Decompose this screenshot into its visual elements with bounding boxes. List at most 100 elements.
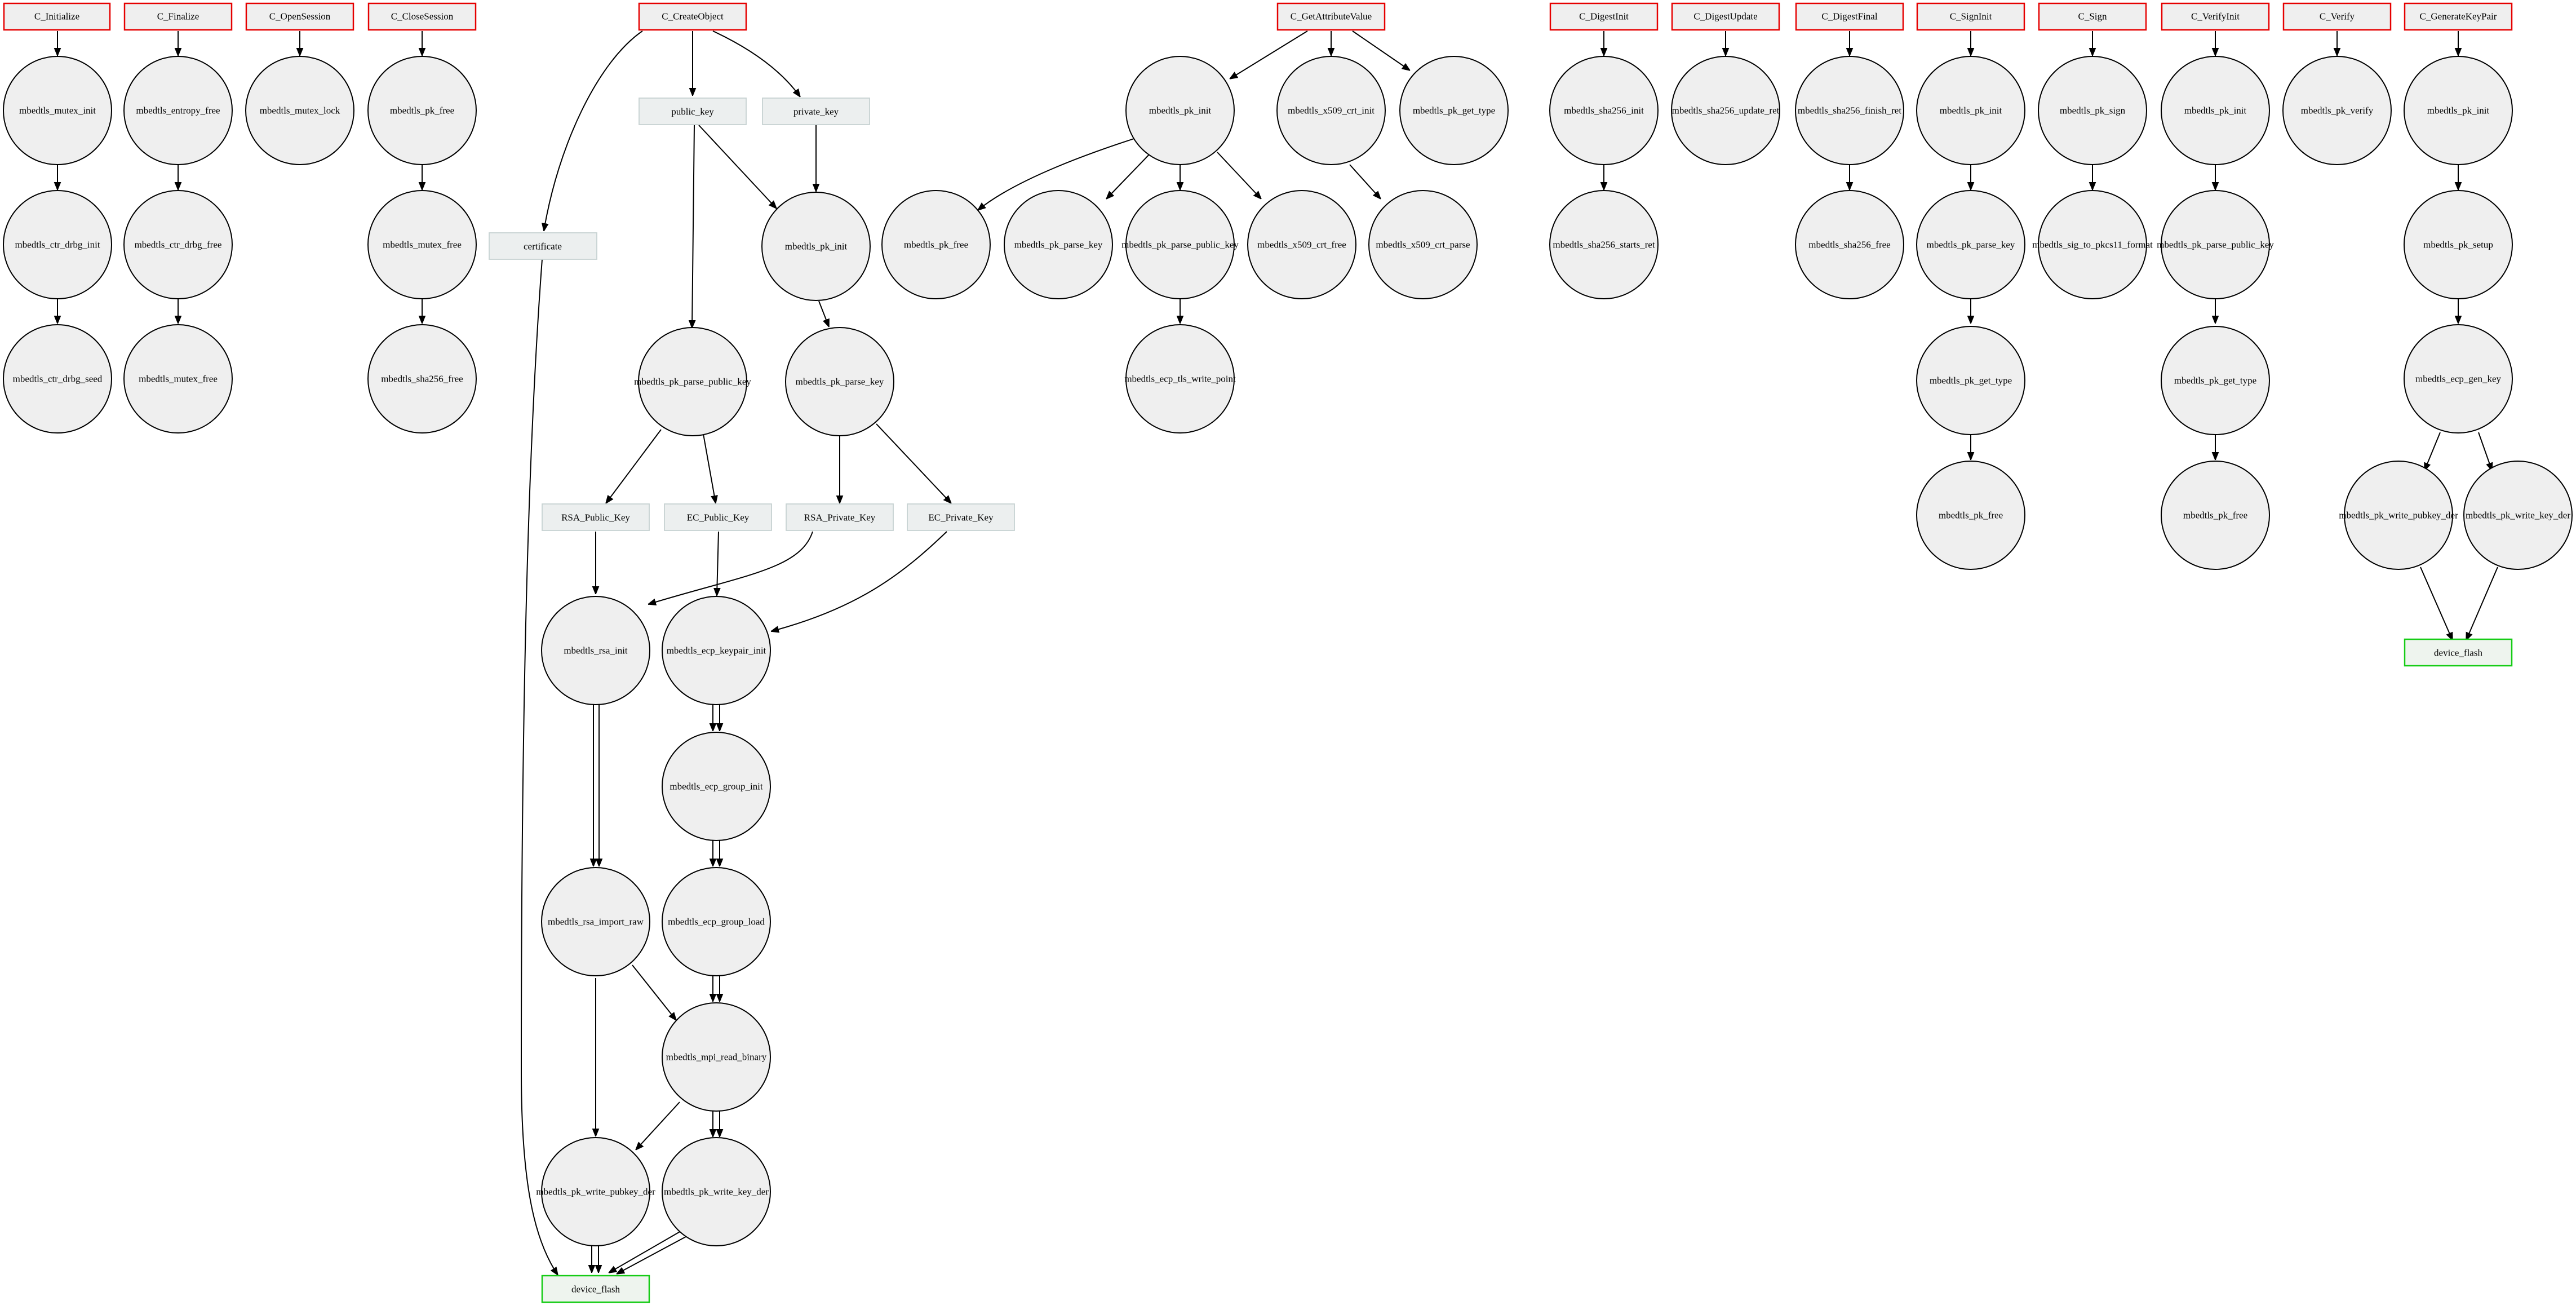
node-label: mbedtls_sha256_starts_ret xyxy=(1553,240,1655,250)
api-node: C_CloseSession xyxy=(367,2,477,31)
node-label: C_Finalize xyxy=(157,11,199,22)
function-node: mbedtls_mutex_init xyxy=(3,56,112,165)
function-node: mbedtls_pk_parse_key xyxy=(1004,190,1113,299)
function-node: mbedtls_x509_crt_free xyxy=(1247,190,1356,299)
function-node: mbedtls_sha256_finish_ret xyxy=(1795,56,1904,165)
node-label: mbedtls_pk_get_type xyxy=(1413,105,1495,116)
function-node: mbedtls_pk_init xyxy=(1125,56,1235,165)
function-node: mbedtls_mutex_free xyxy=(123,324,233,433)
node-label: mbedtls_rsa_init xyxy=(564,645,628,656)
node-label: mbedtls_pk_get_type xyxy=(1930,375,2012,386)
function-node: mbedtls_pk_free xyxy=(1916,461,2025,570)
function-node: mbedtls_rsa_import_raw xyxy=(541,867,650,976)
api-node: C_VerifyInit xyxy=(2161,2,2270,31)
function-node: mbedtls_ecp_group_load xyxy=(662,867,771,976)
function-node: mbedtls_pk_parse_public_key xyxy=(634,327,751,436)
node-label: mbedtls_pk_init xyxy=(2184,105,2247,116)
function-node: mbedtls_pk_verify xyxy=(2282,56,2392,165)
node-label: mbedtls_ecp_group_load xyxy=(668,917,765,927)
node-label: mbedtls_sha256_finish_ret xyxy=(1798,105,1901,116)
edge xyxy=(818,300,830,327)
function-node: mbedtls_pk_init xyxy=(761,192,871,301)
function-node: mbedtls_pk_free xyxy=(367,56,477,165)
api-node: C_Sign xyxy=(2038,2,2147,31)
node-label: C_DigestUpdate xyxy=(1693,11,1757,22)
edge xyxy=(698,125,777,209)
function-node: mbedtls_pk_init xyxy=(2161,56,2270,165)
api-node: C_GenerateKeyPair xyxy=(2404,2,2513,31)
type-node: EC_Public_Key xyxy=(664,503,772,531)
edge xyxy=(1349,164,1381,199)
node-label: mbedtls_ecp_keypair_init xyxy=(667,645,766,656)
edge xyxy=(771,531,947,631)
node-label: mbedtls_x509_crt_free xyxy=(1257,240,1346,250)
node-label: mbedtls_entropy_free xyxy=(136,105,220,116)
node-label: C_CreateObject xyxy=(662,11,724,22)
node-label: private_key xyxy=(793,107,839,117)
node-label: mbedtls_pk_parse_public_key xyxy=(634,377,751,387)
node-label: mbedtls_x509_crt_parse xyxy=(1376,240,1470,250)
function-node: mbedtls_mpi_read_binary xyxy=(662,1002,771,1112)
edge xyxy=(2466,567,2498,640)
node-label: mbedtls_pk_write_key_der xyxy=(664,1187,769,1197)
edge xyxy=(2478,432,2492,471)
node-label: C_OpenSession xyxy=(269,11,331,22)
node-label: mbedtls_pk_free xyxy=(1939,510,2003,521)
node-label: mbedtls_pk_write_pubkey_der xyxy=(536,1187,655,1197)
node-label: C_VerifyInit xyxy=(2191,11,2240,22)
edge xyxy=(2420,567,2453,640)
function-node: mbedtls_pk_free xyxy=(2161,461,2270,570)
node-label: C_Initialize xyxy=(34,11,79,22)
node-label: mbedtls_pk_init xyxy=(785,241,848,252)
edge xyxy=(606,429,662,503)
node-label: mbedtls_pk_get_type xyxy=(2174,375,2256,386)
edge xyxy=(1230,30,1308,79)
node-label: mbedtls_pk_init xyxy=(1940,105,2002,116)
node-label: RSA_Private_Key xyxy=(804,512,876,523)
function-node: mbedtls_pk_write_pubkey_der xyxy=(2339,461,2458,570)
device-flash-node: device_flash xyxy=(2404,638,2513,667)
function-node: mbedtls_pk_parse_public_key xyxy=(2157,190,2274,299)
node-label: mbedtls_pk_free xyxy=(390,105,454,116)
type-node: private_key xyxy=(762,98,870,125)
node-label: RSA_Public_Key xyxy=(561,512,630,523)
function-node: mbedtls_ecp_tls_write_point xyxy=(1124,324,1236,433)
node-label: mbedtls_x509_crt_init xyxy=(1288,105,1375,116)
function-node: mbedtls_ecp_group_init xyxy=(662,732,771,841)
function-node: mbedtls_pk_get_type xyxy=(1916,326,2025,435)
api-node: C_CreateObject xyxy=(638,2,747,31)
node-label: C_DigestFinal xyxy=(1821,11,1877,22)
function-node: mbedtls_sha256_update_ret xyxy=(1671,56,1780,165)
edge xyxy=(876,423,951,503)
node-label: mbedtls_rsa_import_raw xyxy=(548,917,644,927)
function-node: mbedtls_pk_write_key_der xyxy=(2463,461,2573,570)
function-node: mbedtls_ctr_drbg_free xyxy=(123,190,233,299)
api-node: C_DigestInit xyxy=(1549,2,1659,31)
edge xyxy=(692,125,694,328)
function-node: mbedtls_ctr_drbg_seed xyxy=(3,324,112,433)
edge xyxy=(712,30,800,97)
node-label: EC_Private_Key xyxy=(928,512,994,523)
node-label: mbedtls_pk_sign xyxy=(2060,105,2126,116)
node-label: mbedtls_pk_parse_public_key xyxy=(2157,240,2274,250)
function-node: mbedtls_pk_parse_key xyxy=(785,327,894,436)
node-label: C_Sign xyxy=(2078,11,2107,22)
function-node: mbedtls_pk_sign xyxy=(2038,56,2147,165)
node-label: mbedtls_pk_write_key_der xyxy=(2466,510,2570,521)
node-label: mbedtls_ecp_tls_write_point xyxy=(1124,374,1236,384)
edge xyxy=(544,30,643,231)
node-label: certificate xyxy=(524,241,562,252)
function-node: mbedtls_sig_to_pkcs11_format xyxy=(2032,190,2153,299)
type-node: public_key xyxy=(639,98,747,125)
function-node: mbedtls_ctr_drbg_init xyxy=(3,190,112,299)
node-label: mbedtls_pk_setup xyxy=(2423,240,2493,250)
function-node: mbedtls_ecp_gen_key xyxy=(2404,324,2513,433)
api-node: C_OpenSession xyxy=(245,2,354,31)
node-label: mbedtls_mpi_read_binary xyxy=(666,1052,767,1063)
node-label: mbedtls_ctr_drbg_init xyxy=(15,240,100,250)
function-node: mbedtls_mutex_free xyxy=(367,190,477,299)
node-label: mbedtls_pk_parse_key xyxy=(1927,240,2015,250)
function-node: mbedtls_x509_crt_init xyxy=(1276,56,1386,165)
node-label: device_flash xyxy=(2434,648,2482,658)
